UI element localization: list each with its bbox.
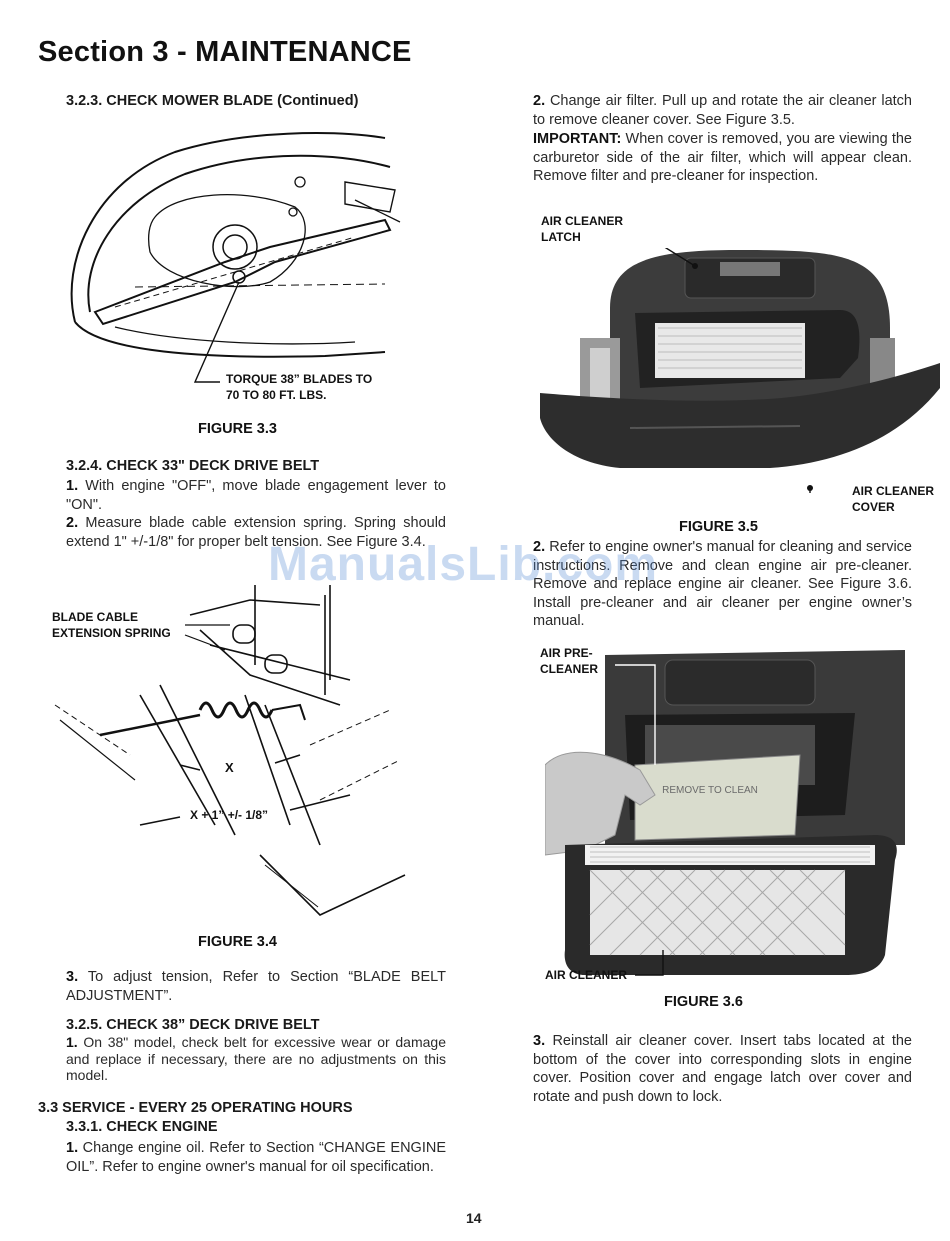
paragraph-3-2-4-step-3: 3. To adjust tension, Refer to Section “… bbox=[66, 968, 446, 1005]
figure-3-4-dimension-label: X + 1” +/- 1/8” bbox=[190, 808, 269, 822]
step-text: Reinstall air cleaner cover. Insert tabs… bbox=[533, 1033, 912, 1105]
heading-3-3: 3.3 SERVICE - EVERY 25 OPERATING HOURS bbox=[38, 1100, 353, 1116]
step-number: 1. bbox=[66, 478, 79, 494]
spring-label-line-1: BLADE CABLE bbox=[52, 610, 138, 624]
paragraph-step-3-reinstall: 3. Reinstall air cleaner cover. Insert t… bbox=[533, 1032, 912, 1106]
figure-3-3-mower-blade-illustration bbox=[70, 132, 401, 383]
step-text: Change engine oil. Refer to Section “CHA… bbox=[66, 1140, 446, 1175]
step-number: 3. bbox=[66, 969, 79, 985]
figure-3-3-caption: FIGURE 3.3 bbox=[198, 421, 277, 437]
manualslib-watermark: ManualsLib.com bbox=[268, 538, 659, 591]
section-title: Section 3 - MAINTENANCE bbox=[38, 36, 412, 68]
pre-cleaner-label-line-1: AIR PRE- bbox=[540, 646, 593, 660]
figure-3-5-air-cleaner-photo bbox=[540, 248, 940, 493]
step-number: 1. bbox=[66, 1140, 79, 1156]
step-number: 2. bbox=[66, 515, 79, 531]
torque-label-line-2: 70 TO 80 FT. LBS. bbox=[226, 387, 327, 402]
figure-3-4-spring-label: BLADE CABLE EXTENSION SPRING bbox=[52, 610, 171, 641]
figure-3-5-cover-label: AIR CLEANER COVER bbox=[852, 484, 934, 515]
step-number: 1. bbox=[66, 1034, 78, 1050]
page-number: 14 bbox=[466, 1210, 482, 1226]
paragraph-important-note: IMPORTANT: When cover is removed, you ar… bbox=[533, 130, 912, 186]
step-number: 2. bbox=[533, 539, 546, 555]
heading-3-2-3: 3.2.3. CHECK MOWER BLADE (Continued) bbox=[66, 93, 359, 109]
step-text: Change air filter. Pull up and rotate th… bbox=[533, 93, 912, 128]
cover-label-line-1: AIR CLEANER bbox=[852, 484, 935, 498]
important-label: IMPORTANT: bbox=[533, 131, 622, 147]
step-text: Measure blade cable extension spring. Sp… bbox=[66, 515, 446, 550]
step-text: Refer to engine owner's manual for clean… bbox=[533, 539, 912, 630]
step-text: With engine "OFF", move blade engagement… bbox=[66, 478, 446, 513]
figure-3-6-pre-cleaner-label: AIR PRE- CLEANER bbox=[540, 645, 602, 678]
figure-3-5-caption: FIGURE 3.5 bbox=[679, 519, 758, 535]
figure-3-3-torque-label: TORQUE 38” BLADES TO 70 TO 80 FT. LBS. bbox=[226, 372, 372, 403]
step-number: 3. bbox=[533, 1033, 546, 1049]
figure-3-6-pre-cleaner-photo: REMOVE TO CLEAN bbox=[545, 645, 910, 985]
paragraph-3-2-4-step-2: 2. Measure blade cable extension spring.… bbox=[66, 514, 446, 551]
heading-3-3-1: 3.3.1. CHECK ENGINE bbox=[66, 1119, 218, 1135]
torque-label-line-1: TORQUE 38” BLADES TO bbox=[226, 372, 373, 386]
paragraph-3-3-1-step-1: 1. Change engine oil. Refer to Section “… bbox=[66, 1139, 446, 1176]
heading-3-2-5: 3.2.5. CHECK 38” DECK DRIVE BELT bbox=[66, 1017, 320, 1033]
paragraph-3-2-4-step-1: 1. With engine "OFF", move blade engagem… bbox=[66, 477, 446, 514]
latch-label-line-2: LATCH bbox=[541, 229, 581, 244]
figure-3-4-x-label: X bbox=[225, 760, 234, 775]
heading-3-2-4: 3.2.4. CHECK 33" DECK DRIVE BELT bbox=[66, 458, 320, 474]
latch-label-line-1: AIR CLEANER bbox=[541, 214, 624, 228]
paragraph-step-2-air-filter: 2. Change air filter. Pull up and rotate… bbox=[533, 92, 912, 129]
cover-label-line-2: COVER bbox=[852, 499, 895, 514]
figure-3-6-air-cleaner-label: AIR CLEANER bbox=[545, 968, 628, 982]
figure-3-6-caption: FIGURE 3.6 bbox=[664, 994, 743, 1010]
step-text: On 38" model, check belt for excessive w… bbox=[66, 1034, 446, 1083]
step-text: To adjust tension, Refer to Section “BLA… bbox=[66, 969, 446, 1004]
paragraph-3-2-5-step-1: 1. On 38" model, check belt for excessiv… bbox=[66, 1034, 446, 1084]
step-number: 2. bbox=[533, 93, 546, 109]
figure-3-4-caption: FIGURE 3.4 bbox=[198, 934, 277, 950]
pre-cleaner-stamp-text: REMOVE TO CLEAN bbox=[662, 785, 758, 796]
important-text: When cover is removed, you are viewing t… bbox=[533, 131, 912, 185]
spring-label-line-2: EXTENSION SPRING bbox=[52, 625, 171, 640]
figure-3-4-spring-illustration bbox=[54, 585, 406, 916]
figure-3-5-latch-label: AIR CLEANER LATCH bbox=[541, 214, 623, 245]
paragraph-step-2-clean-replace: 2. Refer to engine owner's manual for cl… bbox=[533, 538, 912, 631]
pre-cleaner-label-line-2: CLEANER bbox=[540, 661, 599, 676]
